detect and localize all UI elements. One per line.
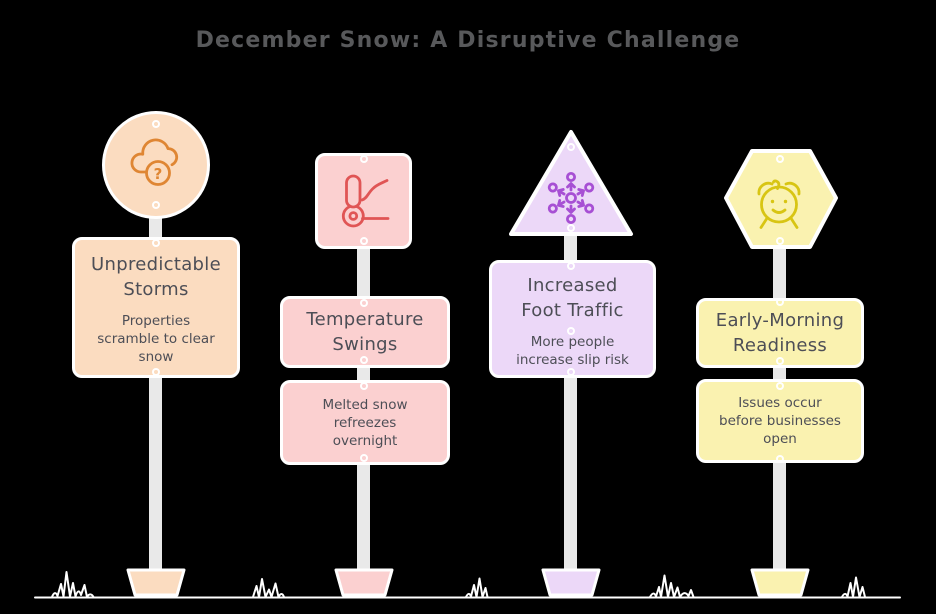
sign-title-box: Temperature Swings (280, 296, 450, 368)
signpost-base (541, 568, 601, 597)
connector-dot (360, 454, 368, 462)
connector-dot (776, 237, 784, 245)
ground-line (34, 571, 901, 599)
sign-title-box: Early-Morning Readiness (696, 298, 864, 368)
sign-text-box: Unpredictable Storms Properties scramble… (72, 237, 240, 378)
connector-dot (567, 327, 575, 335)
grass-tuft (649, 574, 695, 598)
sign-shape-hexagon (724, 149, 838, 249)
connector-dot (360, 155, 368, 163)
connector-dot (567, 143, 575, 151)
sign-title: Temperature Swings (306, 309, 424, 355)
grass-tuft (252, 578, 285, 598)
connector-dot (360, 299, 368, 307)
connector-dot (567, 368, 575, 376)
signpost-base (126, 568, 186, 597)
connector-dot (776, 155, 784, 163)
connector-dot (152, 201, 160, 209)
sign-body-box: Issues occur before businesses open (696, 379, 864, 463)
sign-shape-square (315, 153, 412, 249)
cloud-question-icon: ? (130, 138, 179, 186)
thermometer-icon (341, 174, 389, 228)
sign-title: Increased Foot Traffic (521, 275, 624, 321)
connector-dot (776, 298, 784, 306)
connector-dot (360, 237, 368, 245)
svg-text:?: ? (154, 165, 163, 183)
sign-body: Properties scramble to clear snow (97, 313, 215, 365)
connector-dot (567, 262, 575, 270)
grass-tuft (465, 577, 489, 598)
sign-text-box: Increased Foot Traffic More people incre… (489, 260, 656, 378)
signpost-base (750, 568, 810, 597)
connector-dot (567, 224, 575, 232)
connector-dot (360, 356, 368, 364)
sign-title: Early-Morning Readiness (715, 310, 845, 356)
sign-body-box: Melted snow refreezes overnight (280, 380, 450, 465)
connector-dot (776, 382, 784, 390)
grass-tuft (841, 576, 866, 598)
connector-dot (360, 382, 368, 390)
signpost-base (334, 568, 394, 597)
connector-dot (152, 239, 160, 247)
sign-title: Unpredictable Storms (91, 254, 221, 300)
connector-dot (776, 455, 784, 463)
grass-tuft (51, 571, 95, 598)
connector-dot (152, 120, 160, 128)
sign-body: More people increase slip risk (516, 334, 629, 368)
sign-body: Issues occur before businesses open (719, 395, 841, 447)
connector-dot (776, 357, 784, 365)
sign-body: Melted snow refreezes overnight (322, 396, 408, 449)
alarm-clock-icon (757, 179, 801, 229)
page-title: December Snow: A Disruptive Challenge (195, 28, 741, 53)
connector-dot (152, 368, 160, 376)
spread-arrows-icon (546, 172, 596, 225)
